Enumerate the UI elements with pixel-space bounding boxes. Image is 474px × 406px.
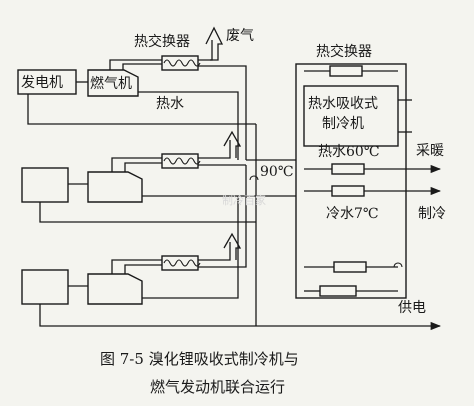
generator-box-2 — [21, 167, 69, 203]
lower-exchanger-1 — [333, 261, 367, 273]
return-pipe-3 — [142, 196, 239, 299]
lower-exchanger-2 — [319, 285, 357, 297]
heating-label: 采暖 — [416, 143, 444, 159]
coil-icon-3 — [163, 259, 201, 267]
power-line-1 — [27, 94, 256, 125]
exhaust-label: 废气 — [226, 28, 254, 44]
caption-line-1: 图 7-5 溴化锂吸收式制冷机与 — [100, 350, 299, 368]
gas-engine-box — [87, 69, 139, 97]
exhaust-pipe-u2b — [124, 162, 162, 172]
return-pipe-1 — [138, 91, 239, 160]
hot-water-pipe-3 — [198, 165, 247, 268]
heat-exchanger-right-label: 热交换器 — [316, 43, 372, 60]
cooling-exchanger — [331, 185, 365, 197]
heat-exchanger-coil-2 — [161, 153, 199, 169]
exhaust-stack-2 — [198, 140, 231, 159]
cooling-label: 制冷 — [418, 206, 446, 222]
hot-water-pipe-1 — [198, 65, 247, 160]
exhaust-pipe-2 — [122, 63, 162, 70]
power-supply-label: 供电 — [398, 300, 426, 316]
exhaust-stack-3 — [198, 242, 231, 261]
caption-line-2: 燃气发动机联合运行 — [150, 378, 285, 396]
power-line-2 — [39, 202, 256, 223]
heat-exchanger-coil — [161, 55, 199, 71]
temp-90-label: 90℃ — [260, 164, 293, 180]
gas-engine-box-2 — [87, 171, 143, 203]
coil-icon — [163, 59, 201, 67]
hot-water-label: 热水 — [156, 96, 184, 112]
generator-box-3 — [21, 269, 69, 305]
heat-exchanger-coil-3 — [161, 255, 199, 271]
exhaust-arrow-icon — [205, 26, 224, 61]
heat-exchanger-top-label: 热交换器 — [134, 33, 190, 50]
heat-exchanger-element — [329, 65, 363, 77]
exhaust-pipe-u2 — [111, 157, 162, 172]
absorption-chiller-box — [303, 85, 399, 147]
exhaust-arrow-icon-3 — [223, 232, 242, 260]
cold-water-7-label: 冷水7℃ — [326, 206, 379, 222]
chiller-frame — [295, 63, 407, 299]
generator-unit-3 — [21, 165, 442, 331]
exhaust-pipe-u3b — [124, 264, 162, 274]
hot-water-60-label: 热水60℃ — [318, 144, 379, 160]
exhaust-pipe-u3 — [111, 259, 162, 274]
chiller-label-1: 热水吸收式 — [308, 96, 378, 112]
crossover-2 — [393, 262, 403, 268]
coil-icon-2 — [163, 157, 201, 165]
gas-engine-label: 燃气机 — [90, 75, 132, 92]
power-supply-line — [39, 304, 442, 331]
chiller-label-2: 制冷机 — [322, 116, 364, 132]
heating-exchanger — [331, 163, 365, 175]
watermark: 制冷百家 — [222, 193, 266, 207]
crossover-1 — [249, 175, 259, 181]
generator-unit-2 — [21, 130, 256, 223]
gas-engine-box-3 — [87, 273, 143, 305]
exhaust-pipe — [109, 59, 162, 70]
exhaust-stack — [198, 40, 213, 61]
generator-label: 发电机 — [21, 75, 63, 91]
generator-unit-1: 发电机 燃气机 热交换器 废气 热水 — [17, 26, 256, 160]
absorption-chiller-block: 热交换器 热水吸收式 制冷机 热水60℃ 采暖 90℃ 冷水7℃ 制冷 — [260, 43, 446, 316]
exhaust-arrow-icon-2 — [223, 130, 242, 158]
